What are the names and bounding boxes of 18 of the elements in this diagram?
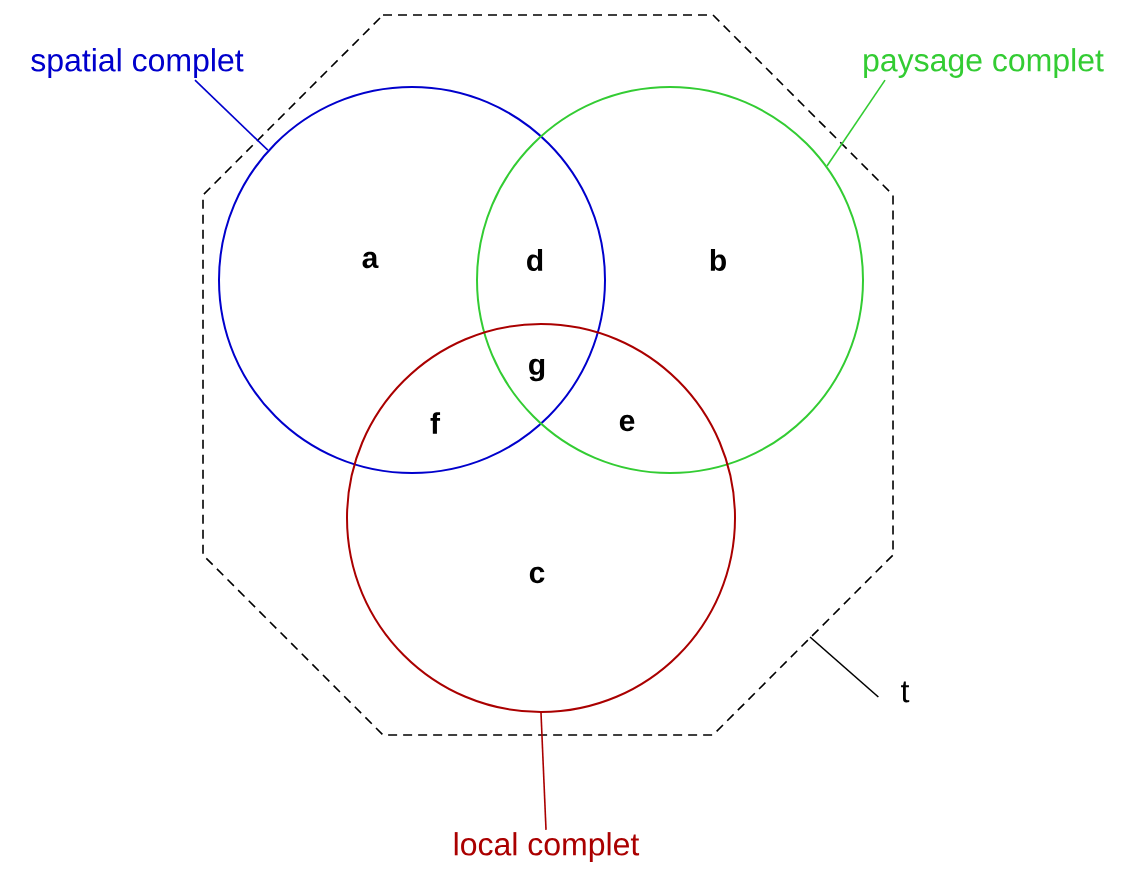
region-letter: b [710, 249, 726, 271]
region-letter: e [619, 414, 635, 432]
leader-line [194, 79, 269, 151]
leader-line [826, 79, 886, 167]
region-letter: f [430, 412, 441, 434]
circle [218, 86, 606, 474]
region-letter: a [362, 251, 379, 269]
leader-line [540, 712, 547, 831]
region-letter: g [529, 358, 545, 382]
label-text: local complet [454, 832, 640, 862]
label-text: t [901, 681, 910, 703]
leader-line [809, 636, 880, 698]
circle [476, 86, 864, 474]
label-text: spatial complet [31, 48, 244, 78]
circle [346, 323, 736, 713]
region-letter: d [527, 249, 543, 271]
region-letter: c [529, 566, 545, 584]
label-text: paysage complet [864, 48, 1104, 78]
